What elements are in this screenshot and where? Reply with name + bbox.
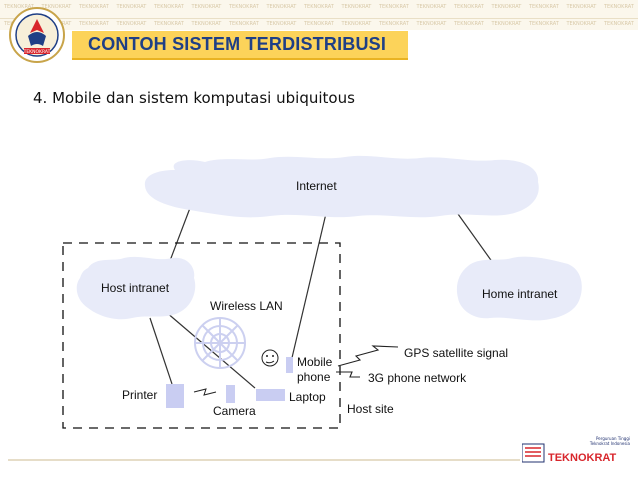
- header-pattern-word: TEKNOKRAT: [529, 4, 559, 10]
- printer-icon: [166, 384, 184, 408]
- header-pattern-word: TEKNOKRAT: [416, 4, 447, 10]
- camera-icon: [226, 385, 235, 403]
- header-pattern: TEKNOKRAT TEKNOKRAT TEKNOKRAT TEKNOKRAT TEKN…: [0, 0, 638, 30]
- slide-subtitle: 4. Mobile dan sistem komputasi ubiquitou…: [33, 89, 355, 107]
- host-intranet-label: Host intranet: [101, 281, 170, 295]
- footer-tagline-2: Teknokrat Indonesia: [589, 441, 631, 446]
- footer-brand: TEKNOKRAT: [548, 452, 617, 464]
- 3g-signal-icon: [336, 371, 360, 378]
- header-pattern-word: TEKNOKRAT: [266, 4, 297, 10]
- wireless-lan-coverage: [194, 317, 246, 369]
- wireless-lan-label: Wireless LAN: [210, 299, 283, 313]
- camera-label: Camera: [213, 404, 256, 418]
- header-pattern-word: TEKNOKRAT: [566, 21, 597, 27]
- header-pattern-word: TEKNOKRAT: [604, 21, 634, 27]
- link-internet-home: [457, 213, 494, 264]
- link-host-laptop: [165, 311, 256, 389]
- footer-tagline-1: Perguruan Tinggi: [596, 436, 630, 441]
- header-pattern-word: TEKNOKRAT: [266, 21, 297, 27]
- header-pattern-word: TEKNOKRAT: [304, 4, 334, 10]
- teknokrat-footer-logo: Perguruan Tinggi Teknokrat Indonesia TEK…: [522, 436, 631, 464]
- header-pattern-word: TEKNOKRAT: [454, 21, 484, 27]
- header-pattern-word: TEKNOKRAT: [229, 4, 259, 10]
- link-internet-mobile: [290, 204, 329, 363]
- printer-label: Printer: [122, 388, 157, 402]
- host-site-label: Host site: [347, 402, 394, 416]
- university-logo: TEKNOKRAT: [9, 7, 65, 63]
- laptop-icon: [256, 389, 285, 401]
- phone-label: phone: [297, 370, 331, 384]
- header-pattern-word: TEKNOKRAT: [341, 4, 372, 10]
- host-intranet-cloud: [76, 256, 196, 320]
- link-internet-host: [167, 207, 191, 267]
- header-pattern-word: TEKNOKRAT: [79, 4, 109, 10]
- 3g-network-label: 3G phone network: [368, 371, 467, 385]
- camera-link-icon: [193, 388, 217, 396]
- page-title: CONTOH SISTEM TERDISTRIBUSI: [88, 34, 387, 54]
- header-pattern-word: TEKNOKRAT: [491, 4, 522, 10]
- header-pattern-word: TEKNOKRAT: [229, 21, 259, 27]
- header-pattern-word: TEKNOKRAT: [379, 21, 409, 27]
- home-intranet-cloud: [456, 256, 582, 321]
- logo-text: TEKNOKRAT: [23, 49, 51, 55]
- host-site-boundary: [62, 242, 341, 429]
- header-pattern-word: TEKNOKRAT: [529, 21, 559, 27]
- header-pattern-word: TEKNOKRAT: [154, 4, 184, 10]
- header-pattern-word: TEKNOKRAT: [604, 4, 634, 10]
- header-pattern-word: TEKNOKRAT: [341, 21, 372, 27]
- header-pattern-word: TEKNOKRAT: [191, 21, 222, 27]
- header-pattern-word: TEKNOKRAT: [304, 21, 334, 27]
- header-pattern-word: TEKNOKRAT: [41, 4, 72, 10]
- footer-rule: [8, 459, 520, 461]
- header-pattern-word: TEKNOKRAT: [491, 21, 522, 27]
- internet-label: Internet: [296, 179, 337, 193]
- header-pattern-word: TEKNOKRAT: [116, 4, 147, 10]
- mobile-phone-icon: [286, 357, 293, 373]
- laptop-label: Laptop: [289, 390, 326, 404]
- title-bar: CONTOH SISTEM TERDISTRIBUSI: [72, 31, 408, 60]
- user-smiley-icon: [261, 349, 279, 367]
- home-intranet-label: Home intranet: [482, 287, 558, 301]
- internet-cloud: [144, 155, 539, 218]
- gps-label: GPS satellite signal: [404, 346, 508, 360]
- header-pattern-word: TEKNOKRAT: [454, 4, 484, 10]
- header-pattern-word: TEKNOKRAT: [379, 4, 409, 10]
- header-pattern-word: TEKNOKRAT: [79, 21, 109, 27]
- mobile-label: Mobile: [297, 355, 333, 369]
- link-host-printer: [149, 317, 173, 385]
- header-pattern-word: TEKNOKRAT: [416, 21, 447, 27]
- header-pattern-word: TEKNOKRAT: [116, 21, 147, 27]
- header-pattern-word: TEKNOKRAT: [4, 4, 34, 10]
- gps-signal-icon: [337, 345, 399, 367]
- header-pattern-word: TEKNOKRAT: [191, 4, 222, 10]
- header-pattern-word: TEKNOKRAT: [566, 4, 597, 10]
- header-pattern-word: TEKNOKRAT: [154, 21, 184, 27]
